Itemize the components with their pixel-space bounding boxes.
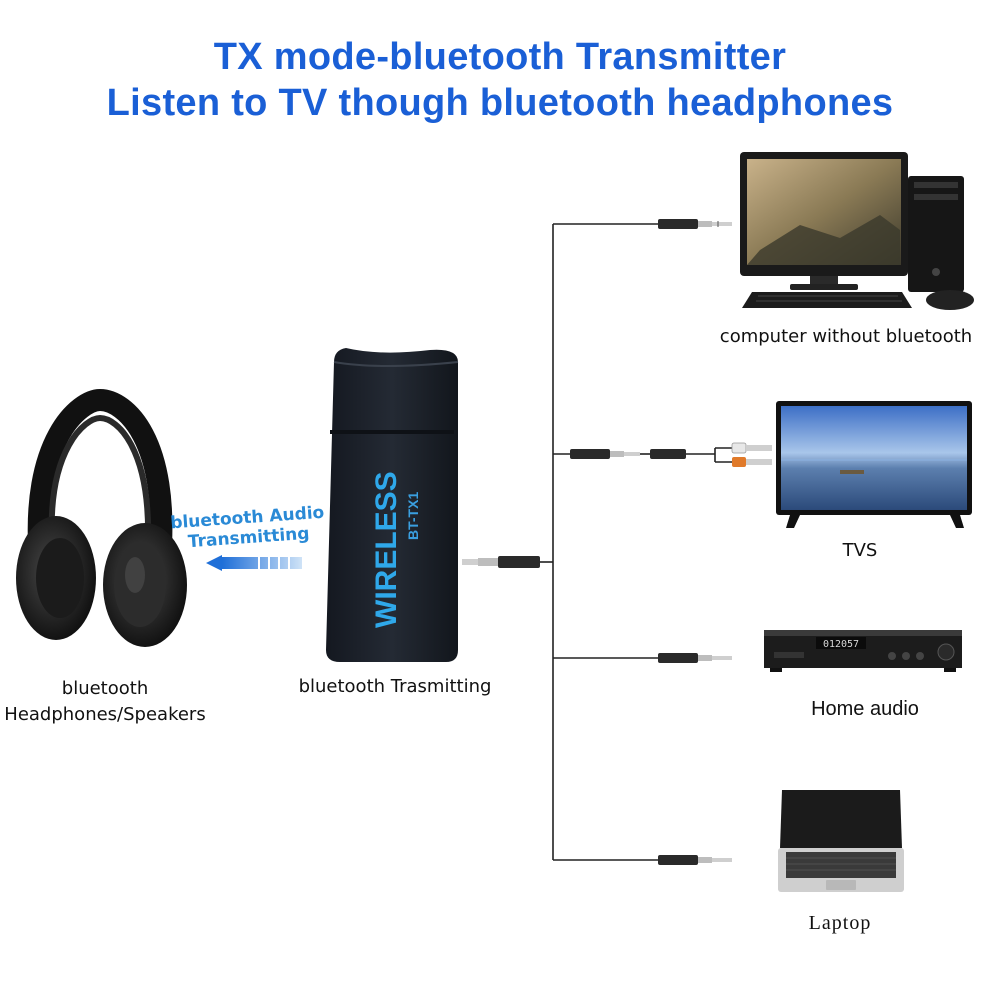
jack-plug-laptop — [658, 855, 732, 865]
headphones-image — [16, 388, 187, 647]
jack-plug-tv — [570, 442, 772, 467]
headphones-label-line-1: bluetooth — [61, 678, 149, 699]
jack-plug-transmitter — [462, 556, 540, 568]
dongle-model-text: BT-TX1 — [405, 492, 421, 540]
transmitter-dongle-image: WIRELESS BT-TX1 — [326, 348, 459, 662]
jack-plug-home-audio — [658, 653, 732, 663]
laptop-label: Laptop — [808, 912, 872, 934]
diagram-title-line-2: Listen to TV though bluetooth headphones — [106, 82, 894, 124]
computer-image — [740, 152, 974, 310]
transmitter-label: bluetooth Trasmitting — [298, 676, 492, 697]
home-audio-label: Home audio — [811, 698, 919, 720]
tv-image — [776, 401, 972, 528]
audio-flow-arrow — [206, 555, 302, 571]
computer-label: computer without bluetooth — [719, 326, 973, 347]
diagram-title-line-1: TX mode-bluetooth Transmitter — [213, 36, 787, 78]
tv-label: TVS — [842, 540, 878, 561]
headphones-label: bluetooth Headphones/Speakers — [0, 676, 210, 728]
home-audio-image: 012057 — [764, 630, 962, 672]
dongle-wireless-text: WIRELESS — [370, 471, 403, 628]
home-audio-display-text: 012057 — [823, 639, 859, 650]
laptop-image — [778, 790, 904, 892]
jack-plug-computer — [658, 219, 732, 229]
wiring-bus — [540, 223, 732, 861]
headphones-label-line-2: Headphones/Speakers — [4, 704, 206, 725]
